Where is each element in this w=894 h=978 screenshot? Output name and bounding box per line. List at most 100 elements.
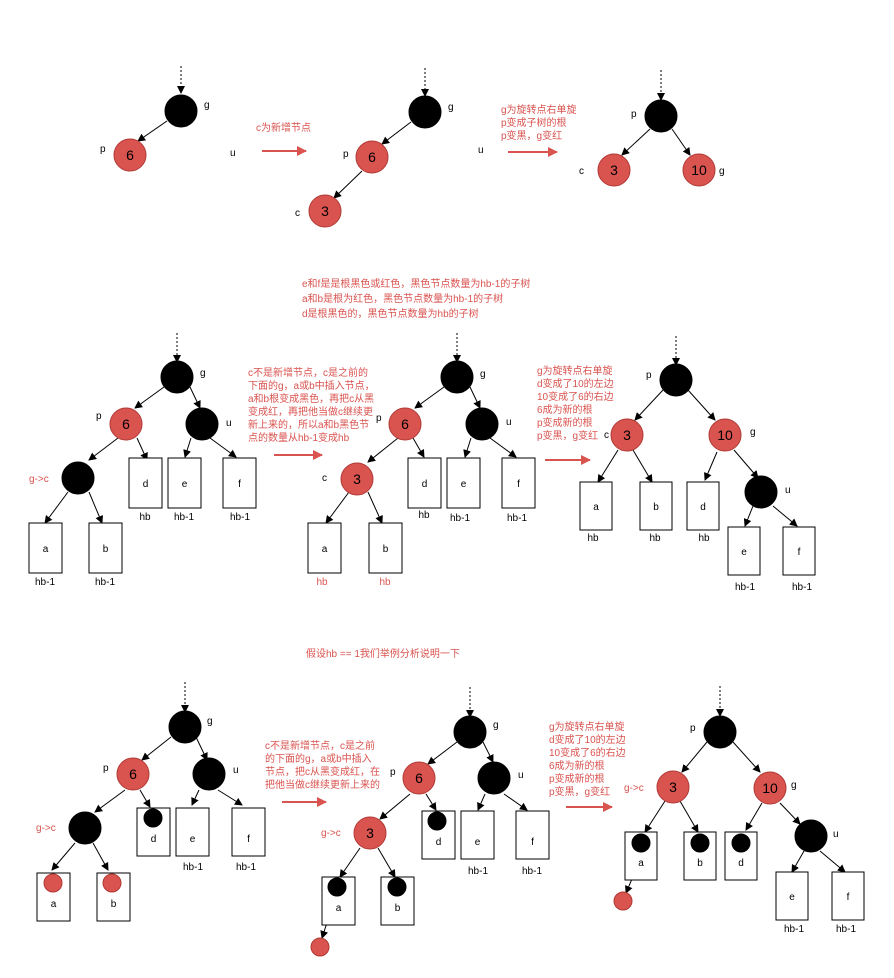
caption-rotate3-line: d变成了10的左边: [549, 733, 626, 746]
subtree-label: d: [143, 479, 149, 490]
node-3-c-circle: [308, 194, 342, 228]
tree-edge: [745, 802, 763, 831]
tree-edge: [137, 120, 168, 142]
node-10-g-circle: [753, 771, 787, 805]
subtree-label: a: [322, 544, 328, 555]
label-c: c: [604, 430, 609, 441]
subtree-label: b: [111, 899, 117, 910]
caption-not-new-long: c不是新增节点，c是之前的下面的g，a或b中插入节点，a和b根变成黑色，再把c从…: [248, 366, 375, 444]
subtree-box-e: e: [727, 526, 761, 576]
node-10-g: 10: [160, 360, 194, 394]
subtree-label: a: [51, 899, 57, 910]
label-p: p: [690, 723, 696, 734]
node-10-g-value: 10: [717, 427, 733, 443]
caption-c-new: c为新增节点: [256, 121, 311, 134]
node-3-gc-value: 3: [74, 470, 82, 486]
tree-edge: [503, 793, 528, 811]
tree-edge: [477, 793, 486, 811]
node-3-gc: 3: [61, 461, 95, 495]
black-dot-d: [731, 833, 751, 853]
tree-edge: [489, 437, 517, 458]
black-dot-d: [143, 808, 163, 828]
label-c: c: [579, 166, 584, 177]
tree-edge: [139, 789, 151, 808]
label-u: u: [478, 145, 484, 156]
caption-not-new-short-line: 节点，把c从黑变成红，在: [265, 765, 380, 778]
caption-not-new-short-line: 的下面的g，a或b中插入: [265, 752, 372, 765]
subtree-label: e: [182, 479, 188, 490]
tree-edge: [377, 847, 396, 878]
label-u: u: [833, 829, 839, 840]
node-6-p: 6: [355, 140, 389, 174]
tree-edge: [412, 437, 425, 458]
node-15-u-value: 15: [486, 770, 502, 786]
node-10-g-value: 10: [449, 369, 465, 385]
caption-mid-desc: e和f是是根黑色或红色，黑色节点数量为hb-1的子树a和b是根为红色，黑色节点数…: [302, 277, 530, 320]
black-height-label: hb: [418, 510, 430, 521]
tree-edge: [463, 437, 472, 458]
label-p: p: [631, 109, 637, 120]
black-height-label: hb-1: [784, 924, 804, 935]
label-u: u: [785, 485, 791, 496]
node-15-u-circle: [477, 761, 511, 795]
label-c: c: [322, 473, 327, 484]
tree-edge: [92, 842, 109, 871]
caption-rotate3-line: p变黑，g变红: [549, 785, 610, 798]
red-dot-a: [43, 873, 63, 893]
node-3-c-circle: [340, 462, 374, 496]
subtree-label: f: [531, 837, 534, 848]
node-10-g: 10: [164, 94, 198, 128]
node-15-u-value: 15: [201, 766, 217, 782]
subtree-label: f: [238, 479, 241, 490]
node-3-c-value: 3: [610, 162, 618, 178]
node-15-u-circle: [192, 757, 226, 791]
node-6-p-circle: [659, 363, 693, 397]
node-10-g: 10: [168, 710, 202, 744]
label-g: g: [750, 427, 756, 438]
subtree-label: d: [436, 837, 442, 848]
subtree-box-f: f: [222, 457, 257, 509]
caption-rotate3-line: 10变成了6的右边: [549, 746, 626, 759]
node-15-u: 15: [477, 761, 511, 795]
label-p: p: [96, 411, 102, 422]
node-10-g-value: 10: [177, 719, 193, 735]
node-6-p-circle: [644, 99, 678, 133]
tree-edge: [136, 437, 148, 461]
tree-edge: [687, 389, 716, 421]
label-u: u: [506, 417, 512, 428]
subtree-label: e: [190, 834, 196, 845]
node-6-p: 6: [113, 138, 147, 172]
black-height-label: hb-1: [236, 862, 256, 873]
black-height-label: hb-1: [836, 924, 856, 935]
black-height-label: hb: [379, 577, 391, 588]
label-g: g: [719, 166, 725, 177]
caption-mid-desc-line: a和b是根为红色，黑色节点数量为hb-1的子树: [302, 292, 503, 305]
node-10-g-circle: [440, 360, 474, 394]
node-10-g: 10: [440, 360, 474, 394]
black-dot-a: [327, 877, 347, 897]
black-dot-b: [690, 833, 710, 853]
caption-rotate3-line: p变成新的根: [549, 772, 605, 785]
label-g: g: [207, 716, 213, 727]
caption-rotate1-line: p变成子树的根: [501, 116, 567, 129]
node-10-g-value: 10: [417, 104, 433, 120]
tree-edge: [333, 170, 363, 199]
node-6-p-circle: [113, 138, 147, 172]
node-6-p-value: 6: [716, 724, 724, 740]
subtree-label: a: [638, 858, 644, 869]
black-height-label: hb-1: [183, 862, 203, 873]
caption-assume: 假设hb == 1我们举例分析说明一下: [306, 647, 460, 660]
subtree-label: f: [247, 834, 250, 845]
label-c: c: [295, 208, 300, 219]
node-6-p-circle: [116, 757, 150, 791]
caption-not-new-short-line: c不是新增节点，c是之前: [265, 739, 375, 752]
node-3-c-circle: [353, 816, 387, 850]
node-3-c-value: 3: [623, 427, 631, 443]
tree-edge: [772, 505, 798, 527]
node-3-c-value: 3: [321, 203, 329, 219]
subtree-label: b: [103, 544, 109, 555]
node-6-p: 6: [402, 761, 436, 795]
subtree-label: d: [738, 858, 744, 869]
caption-rotate3: g为旋转点右单旋d变成了10的左边10变成了6的右边6成为新的根p变成新的根p变…: [549, 720, 626, 798]
